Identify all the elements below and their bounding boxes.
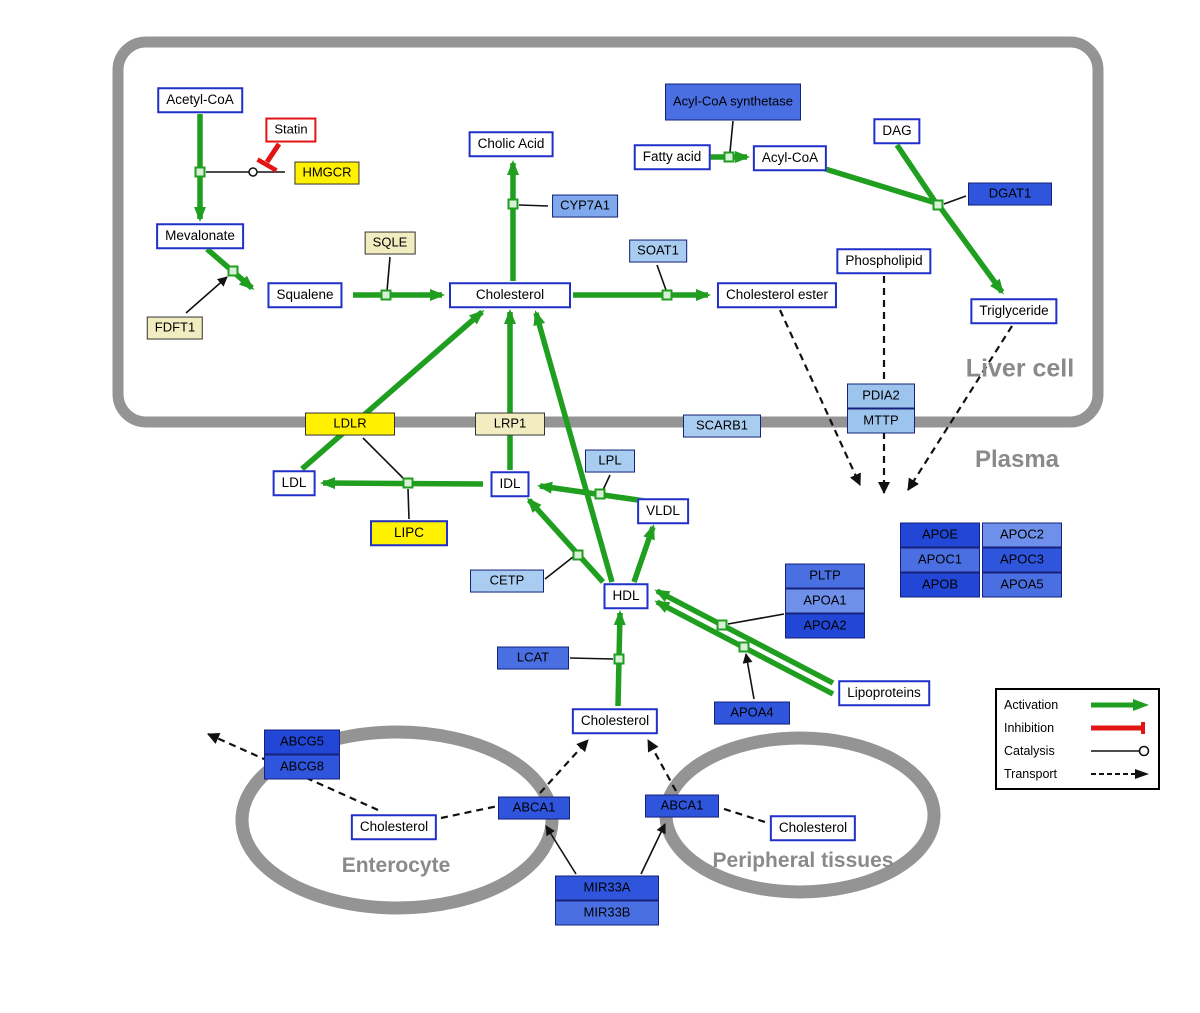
node-soat1[interactable]: SOAT1 [629, 239, 687, 263]
node-acyl-coa-synthetase[interactable]: Acyl-CoA synthetase [665, 83, 801, 121]
node-pltp[interactable]: PLTP [785, 563, 865, 589]
node-abca1-enterocyte[interactable]: ABCA1 [498, 796, 570, 820]
node-cholesterol-plasma[interactable]: Cholesterol [571, 708, 659, 734]
node-cholesterol-liver[interactable]: Cholesterol [449, 282, 571, 308]
node-cholic-acid[interactable]: Cholic Acid [468, 131, 554, 157]
node-dgat1[interactable]: DGAT1 [968, 182, 1052, 206]
node-mttp[interactable]: MTTP [847, 408, 915, 434]
node-scarb1[interactable]: SCARB1 [683, 414, 761, 438]
node-cyp7a1[interactable]: CYP7A1 [552, 194, 618, 218]
node-lpl[interactable]: LPL [585, 449, 635, 473]
legend-row-transport: Transport [1004, 765, 1151, 783]
peripheral-tissues-label: Peripheral tissues [712, 849, 894, 872]
liver-cell-label: Liver cell [965, 354, 1075, 383]
catalysis-circle-icon [1091, 745, 1150, 756]
node-apoa5[interactable]: APOA5 [982, 572, 1062, 598]
node-apoe[interactable]: APOE [900, 522, 980, 548]
liver-cell-outline [112, 36, 1104, 428]
node-abca1-peripheral[interactable]: ABCA1 [645, 794, 719, 818]
node-cholesterol-enterocyte[interactable]: Cholesterol [350, 814, 438, 840]
node-squalene[interactable]: Squalene [267, 282, 343, 308]
legend-transport-label: Transport [1004, 766, 1058, 781]
node-lrp1[interactable]: LRP1 [475, 412, 545, 436]
enterocyte-outline [235, 725, 559, 915]
node-apoa1[interactable]: APOA1 [785, 588, 865, 614]
node-apoc1[interactable]: APOC1 [900, 547, 980, 573]
node-cholesterol-ester[interactable]: Cholesterol ester [716, 282, 838, 308]
node-ldlr[interactable]: LDLR [305, 412, 395, 436]
node-mevalonate[interactable]: Mevalonate [156, 223, 244, 249]
node-apoc3[interactable]: APOC3 [982, 547, 1062, 573]
node-hmgcr[interactable]: HMGCR [294, 161, 360, 185]
node-sqle[interactable]: SQLE [364, 231, 416, 255]
legend-activation-label: Activation [1004, 697, 1059, 712]
node-cholesterol-peripheral[interactable]: Cholesterol [769, 815, 857, 841]
node-fdft1[interactable]: FDFT1 [146, 316, 204, 340]
node-mir33a[interactable]: MIR33A [555, 875, 659, 901]
activation-edges [194, 114, 1005, 707]
node-abcg5[interactable]: ABCG5 [264, 729, 340, 755]
node-idl[interactable]: IDL [490, 471, 530, 497]
node-lipc[interactable]: LIPC [370, 520, 448, 546]
node-vldl[interactable]: VLDL [637, 498, 689, 524]
inhibition-tbar-icon [1091, 721, 1145, 734]
node-apoa4[interactable]: APOA4 [714, 701, 790, 725]
legend-inhibition-label: Inhibition [1004, 720, 1055, 735]
node-lipoproteins[interactable]: Lipoproteins [838, 680, 930, 706]
node-acyl-coa[interactable]: Acyl-CoA [752, 145, 828, 171]
catalysis-circle-glyph [248, 167, 258, 177]
node-cetp[interactable]: CETP [470, 569, 544, 593]
node-phospholipid[interactable]: Phospholipid [836, 248, 932, 274]
node-abcg8[interactable]: ABCG8 [264, 754, 340, 780]
node-fatty-acid[interactable]: Fatty acid [633, 144, 711, 170]
node-ldl[interactable]: LDL [272, 470, 316, 496]
node-pdia2[interactable]: PDIA2 [847, 383, 915, 409]
legend-catalysis-label: Catalysis [1004, 743, 1055, 758]
node-apoc2[interactable]: APOC2 [982, 522, 1062, 548]
transport-dashed-arrow-icon [1091, 768, 1149, 779]
legend-row-inhibition: Inhibition [1004, 719, 1151, 737]
node-statin[interactable]: Statin [265, 117, 317, 143]
legend-row-catalysis: Catalysis [1004, 742, 1151, 760]
node-apoa2[interactable]: APOA2 [785, 613, 865, 639]
node-acetyl-coa[interactable]: Acetyl-CoA [157, 87, 243, 113]
plasma-label: Plasma [974, 446, 1060, 473]
legend: Activation Inhibition Catalysis Transpor… [995, 688, 1160, 790]
node-mir33b[interactable]: MIR33B [555, 900, 659, 926]
node-dag[interactable]: DAG [873, 118, 921, 144]
inhibition-edge-statin [256, 142, 282, 173]
legend-row-activation: Activation [1004, 696, 1151, 714]
node-lcat[interactable]: LCAT [497, 646, 569, 670]
activation-arrow-icon [1091, 698, 1149, 711]
node-hdl[interactable]: HDL [603, 583, 649, 609]
node-triglyceride[interactable]: Triglyceride [970, 298, 1058, 324]
reaction-squares [194, 151, 944, 665]
catalysis-connectors [185, 120, 967, 875]
enterocyte-label: Enterocyte [341, 854, 451, 877]
node-apob[interactable]: APOB [900, 572, 980, 598]
